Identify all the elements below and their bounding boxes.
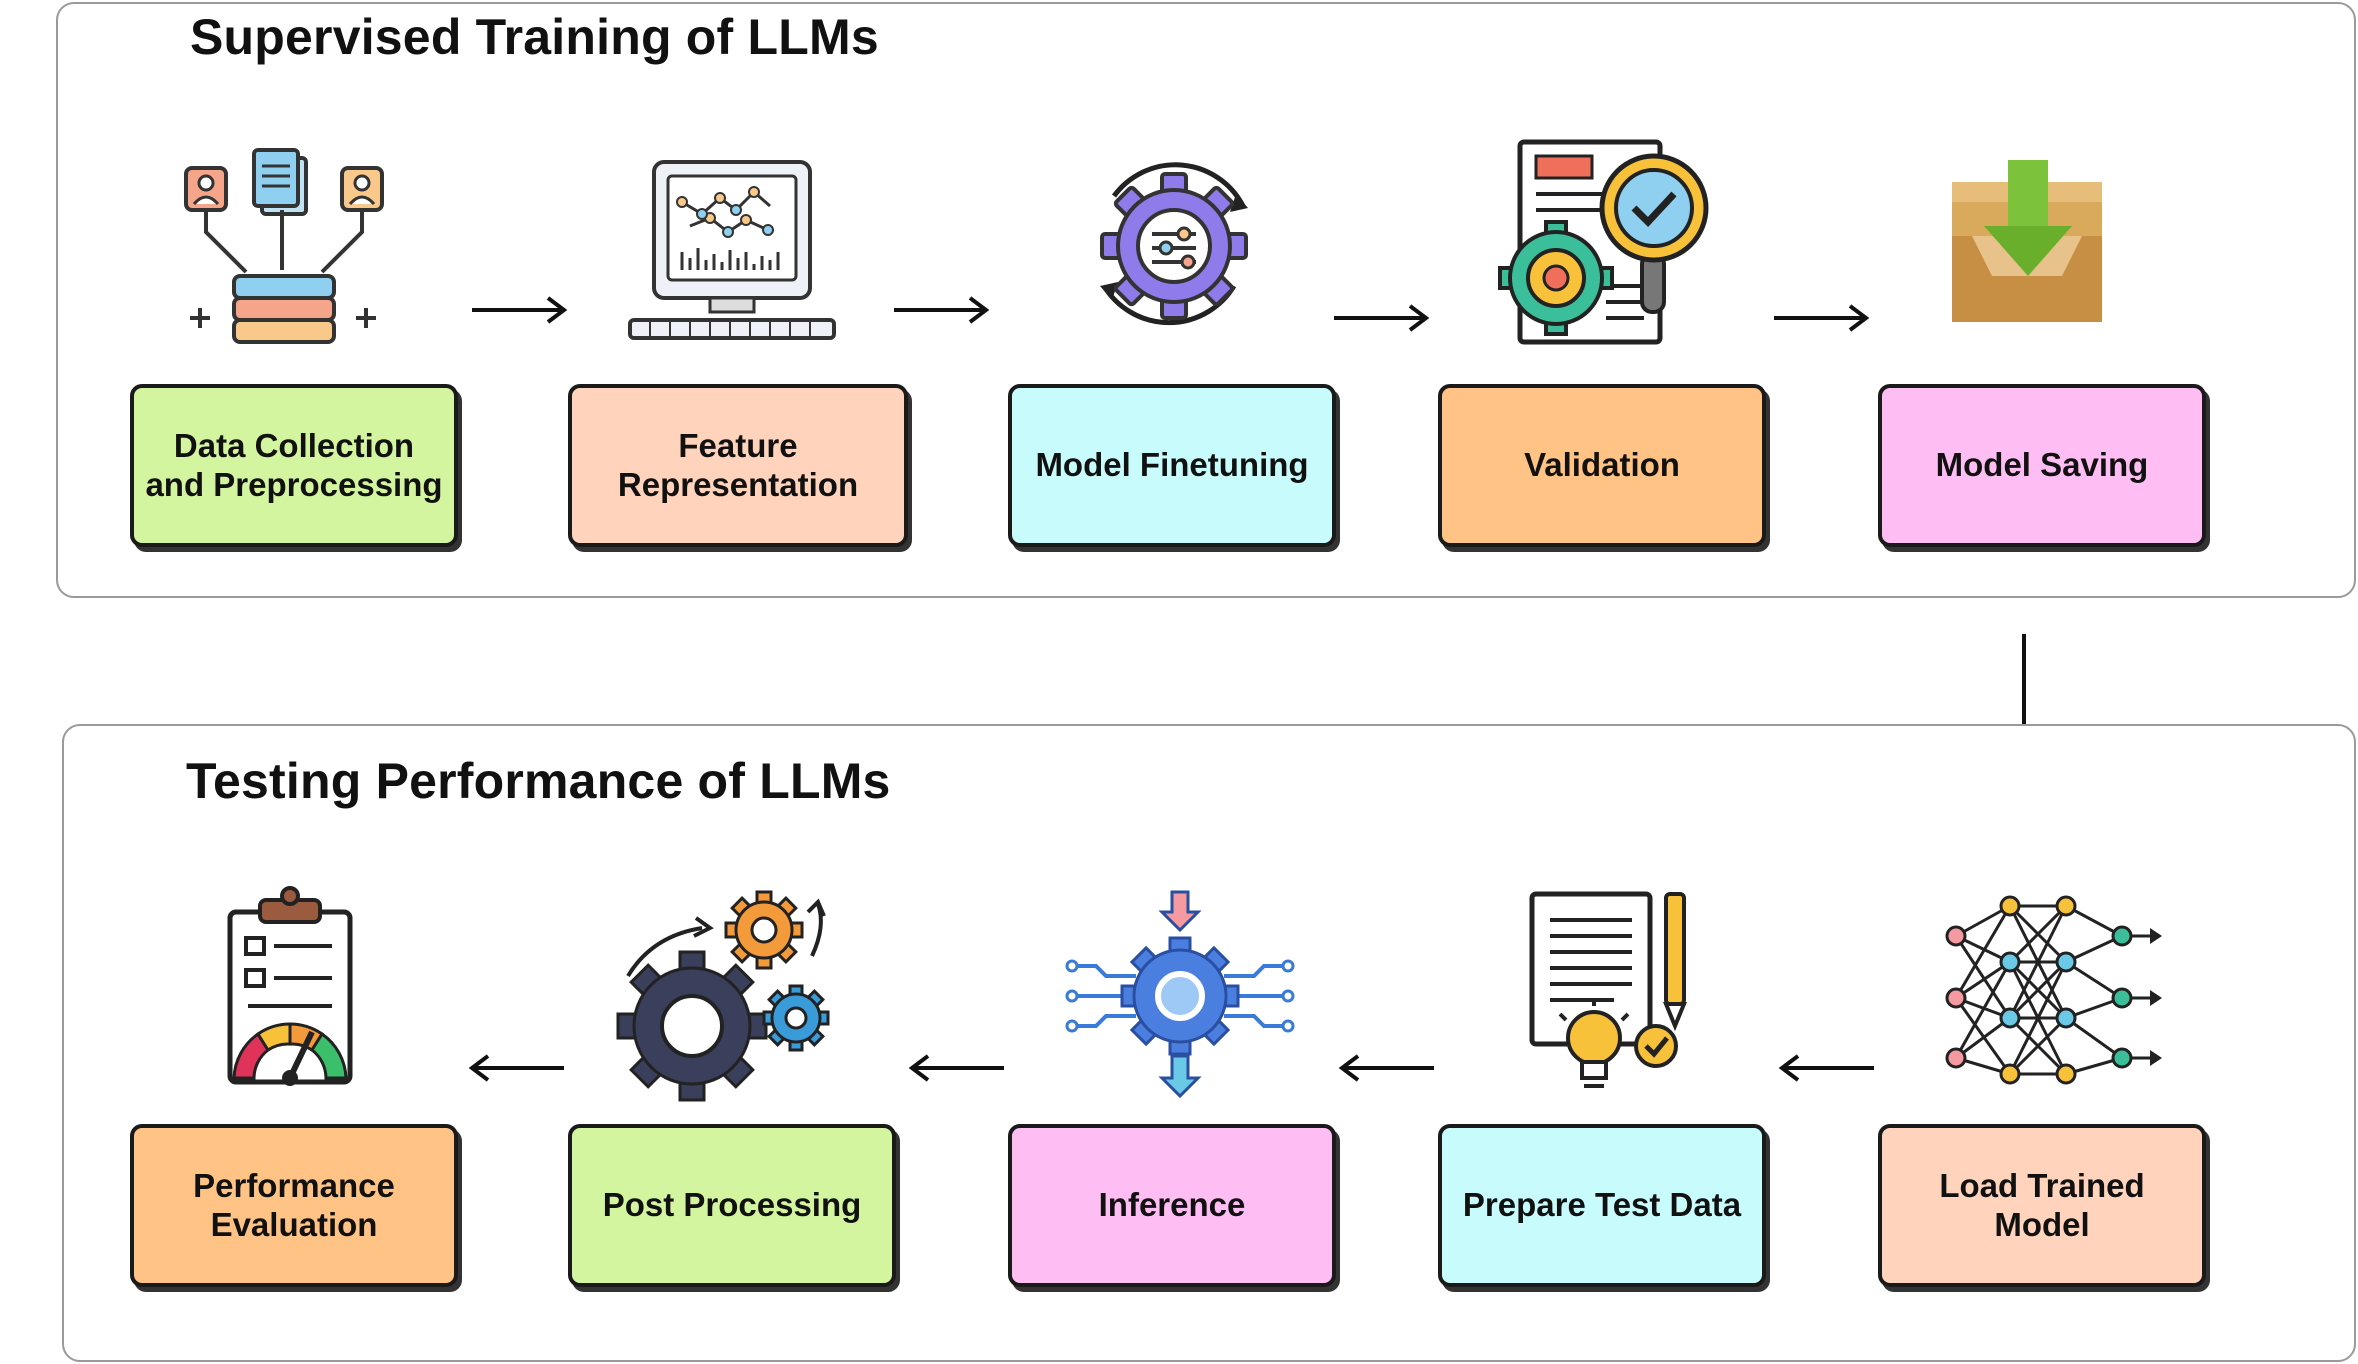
step-label: Validation bbox=[1524, 446, 1680, 484]
step-label: Model Saving bbox=[1935, 446, 2149, 484]
step-model-finetuning[interactable]: Model Finetuning bbox=[1008, 384, 1336, 547]
gear-settings-icon bbox=[1100, 162, 1248, 326]
step-label: Inference bbox=[1098, 1186, 1246, 1224]
step-model-saving[interactable]: Model Saving bbox=[1878, 384, 2206, 547]
step-label: Load Trained Model bbox=[1939, 1166, 2145, 1243]
step-label: Post Processing bbox=[602, 1186, 862, 1224]
step-label: Prepare Test Data bbox=[1462, 1186, 1742, 1224]
arrow-left-icon bbox=[1338, 1054, 1434, 1082]
step-label: Feature Representation bbox=[617, 426, 859, 503]
validation-report-icon bbox=[1498, 139, 1709, 345]
data-collection-icon bbox=[184, 148, 384, 344]
arrow-left-icon bbox=[908, 1054, 1004, 1082]
step-label: Performance Evaluation bbox=[193, 1166, 395, 1243]
step-feature-representation[interactable]: Feature Representation bbox=[568, 384, 908, 547]
arrow-right-icon bbox=[1774, 304, 1870, 332]
step-load-trained-model[interactable]: Load Trained Model bbox=[1878, 1124, 2206, 1287]
training-title: Supervised Training of LLMs bbox=[190, 9, 879, 65]
step-prepare-test-data[interactable]: Prepare Test Data bbox=[1438, 1124, 1766, 1287]
arrow-left-icon bbox=[468, 1054, 564, 1082]
step-validation[interactable]: Validation bbox=[1438, 384, 1766, 547]
download-box-icon bbox=[1952, 160, 2102, 322]
step-label: Model Finetuning bbox=[1035, 446, 1309, 484]
clipboard-gauge-icon bbox=[227, 886, 353, 1086]
arrow-right-icon bbox=[894, 296, 990, 324]
arrow-right-icon bbox=[472, 296, 568, 324]
testing-title: Testing Performance of LLMs bbox=[186, 753, 891, 809]
chip-gear-icon bbox=[1065, 890, 1295, 1099]
step-label: Data Collection and Preprocessing bbox=[145, 426, 443, 503]
arrow-left-icon bbox=[1778, 1054, 1874, 1082]
step-inference[interactable]: Inference bbox=[1008, 1124, 1336, 1287]
step-data-collection[interactable]: Data Collection and Preprocessing bbox=[130, 384, 458, 547]
document-idea-icon bbox=[1529, 891, 1687, 1088]
step-post-processing[interactable]: Post Processing bbox=[568, 1124, 896, 1287]
neural-network-icon bbox=[1945, 895, 2162, 1085]
gears-icon bbox=[616, 890, 830, 1102]
step-performance-evaluation[interactable]: Performance Evaluation bbox=[130, 1124, 458, 1287]
arrow-right-icon bbox=[1334, 304, 1430, 332]
monitor-graph-icon bbox=[628, 160, 836, 340]
